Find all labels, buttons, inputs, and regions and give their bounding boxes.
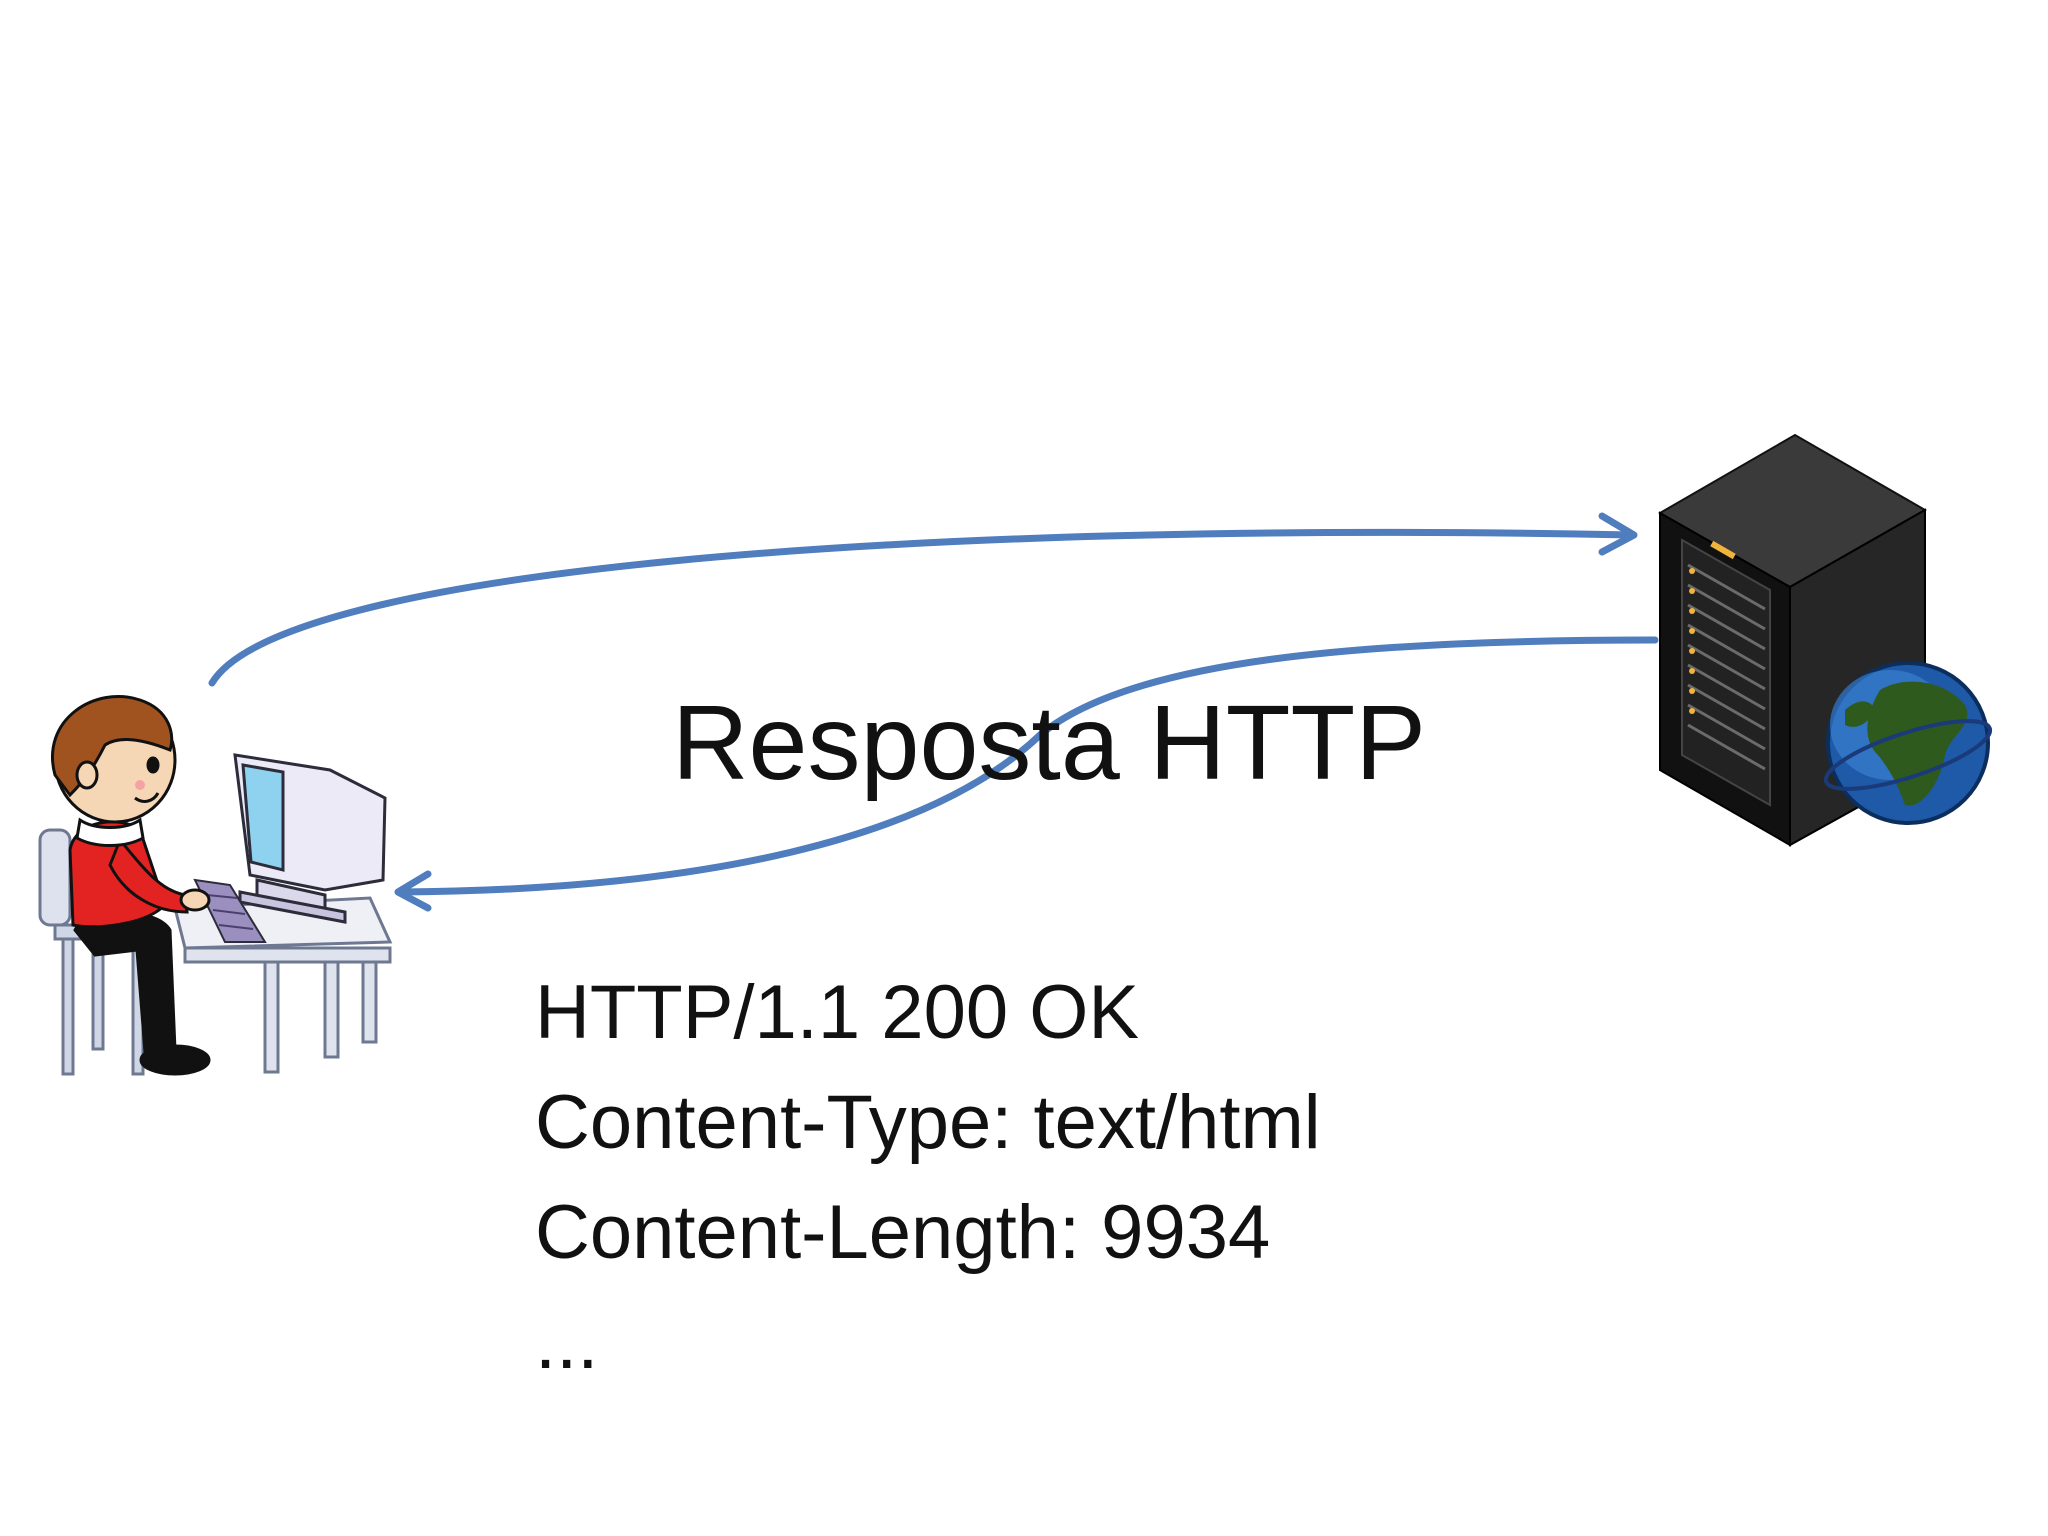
response-ellipsis-line: ... [535,1300,599,1385]
person-at-computer-icon [38,695,393,1076]
response-content-length-line: Content-Length: 9934 [535,1190,1271,1275]
person-icon [51,695,211,1076]
response-arrow [396,636,1659,896]
chair-icon [38,828,167,1076]
request-arrow [208,528,1636,687]
response-arrowhead-icon [394,870,432,912]
desk-icon [173,896,393,1074]
http-response-text: HTTP/1.1 200 OK Content-Type: text/html … [535,958,1321,1398]
globe-icon [1823,661,1993,825]
keyboard-icon [193,878,267,943]
slide-title: Resposta HTTP [672,684,1427,802]
response-content-type-line: Content-Type: text/html [535,1080,1321,1165]
monitor-icon [233,753,387,924]
request-arrowhead-icon [1598,512,1638,556]
web-server-globe-icon [1657,433,1993,847]
response-status-line: HTTP/1.1 200 OK [535,970,1140,1055]
